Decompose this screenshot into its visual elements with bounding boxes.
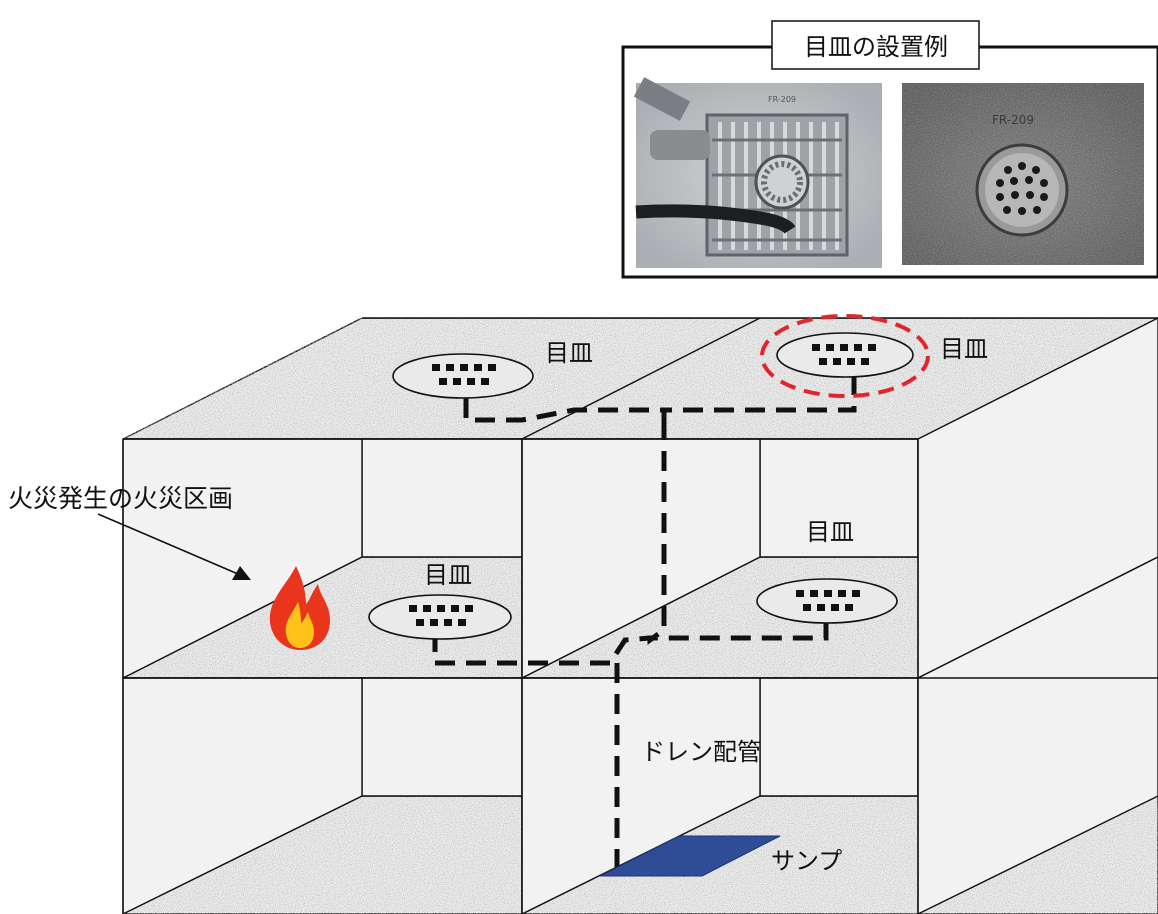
- sump: [599, 835, 781, 877]
- inset-box: FR-209 FR-209 目皿の設置例: [621, 20, 1158, 279]
- fire-icon: [269, 566, 330, 650]
- label-drain-top-right: 目皿: [940, 335, 988, 363]
- photo-right-caption: FR-209: [992, 113, 1034, 127]
- back-wall-lower-left: [361, 677, 523, 797]
- highlight-ring: [760, 314, 930, 398]
- inset-title: 目皿の設置例: [804, 33, 948, 61]
- label-drain-pipe: ドレン配管: [641, 738, 761, 766]
- label-sump: サンプ: [771, 847, 842, 875]
- label-fire-compartment: 火災発生の火災区画: [8, 484, 233, 513]
- pointer-arrow: [97, 513, 251, 580]
- drain-grate-mid-right: [756, 578, 898, 624]
- label-drain-mid-left: 目皿: [424, 561, 472, 589]
- back-wall-upper-right: [759, 438, 919, 558]
- photo-left-caption: FR-209: [768, 95, 796, 104]
- drain-grate-mid-left: [368, 594, 512, 640]
- drain-grate-roof-left: [392, 353, 534, 399]
- label-drain-mid-right: 目皿: [806, 518, 854, 546]
- drain-pipe: [432, 375, 857, 872]
- photo-grating-drain: FR-209: [633, 77, 882, 268]
- back-wall-upper-left: [361, 438, 523, 558]
- building: [122, 317, 1158, 914]
- label-drain-top-left: 目皿: [545, 339, 593, 367]
- photo-floor-drain: FR-209: [902, 83, 1144, 265]
- back-wall-lower-right: [759, 677, 919, 797]
- drain-grate-roof-right: [760, 314, 930, 398]
